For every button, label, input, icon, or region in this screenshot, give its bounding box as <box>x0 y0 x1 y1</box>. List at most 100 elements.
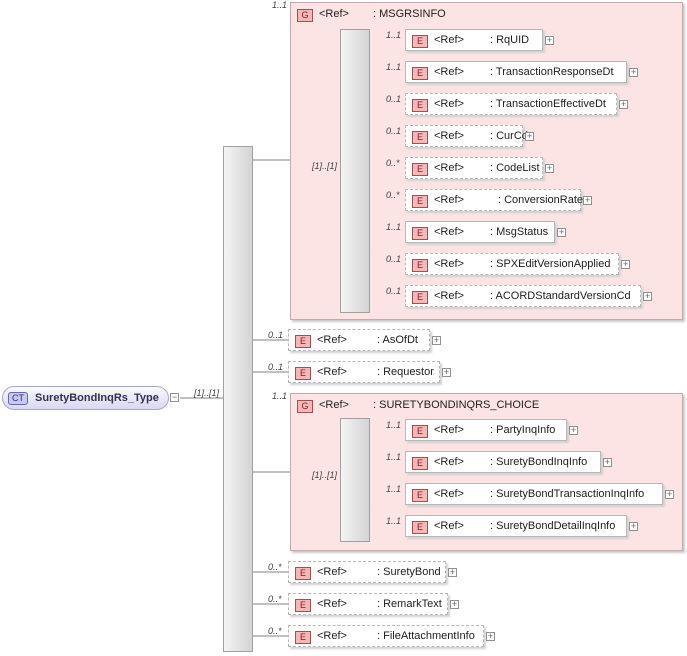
expand-button[interactable]: + <box>432 335 441 345</box>
element-node[interactable]: E <Ref> : SuretyBondTransactionInqInfo <box>405 483 663 505</box>
child-multiplicity: 0..1 <box>386 126 402 136</box>
group-header[interactable]: G <Ref> : MSGRSINFO <box>291 4 591 26</box>
element-badge: E <box>412 227 428 240</box>
element-node[interactable]: E<Ref>: SuretyBondDetailInqInfo <box>405 515 627 537</box>
element-name: : RemarkText <box>377 598 442 610</box>
element-node[interactable]: E<Ref>: PartyInqInfo <box>405 419 567 441</box>
ref-label: <Ref> <box>317 630 347 642</box>
expand-button[interactable]: + <box>619 99 628 109</box>
ref-label: <Ref> <box>319 8 349 20</box>
expand-button[interactable]: + <box>643 291 652 301</box>
element-name: : TransactionEffectiveDt <box>490 98 606 110</box>
ref-label: <Ref> <box>434 162 464 174</box>
element-name: : PartyInqInfo <box>490 424 556 436</box>
child-multiplicity: 1..1 <box>386 420 402 430</box>
element-badge: E <box>412 457 428 470</box>
expand-button[interactable]: + <box>629 521 638 531</box>
expand-button[interactable]: + <box>629 67 638 77</box>
expand-button[interactable]: + <box>450 599 459 609</box>
group-name: : SURETYBONDINQRS_CHOICE <box>373 399 540 411</box>
expand-button[interactable]: + <box>545 35 554 45</box>
child-multiplicity: 1..1 <box>386 62 402 72</box>
element-node[interactable]: E<Ref>: AsOfDt <box>288 329 430 351</box>
expand-button[interactable]: + <box>448 567 457 577</box>
element-badge: E <box>295 631 311 644</box>
root-multiplicity: [1]..[1] <box>194 388 220 398</box>
child-multiplicity: 0..1 <box>386 254 402 264</box>
element-badge: E <box>295 567 311 580</box>
element-node[interactable]: E <Ref> : FileAttachmentInfo <box>288 625 484 647</box>
element-node[interactable]: E<Ref>: TransactionEffectiveDt <box>405 93 617 115</box>
expand-button[interactable]: + <box>603 457 612 467</box>
element-badge: E <box>295 367 311 380</box>
element-node[interactable]: E<Ref>: RemarkText <box>288 593 448 615</box>
element-name: : ConversionRate <box>498 194 583 206</box>
element-name: : CurCd <box>490 130 528 142</box>
group-badge: G <box>297 9 313 22</box>
expand-button[interactable]: + <box>569 425 578 435</box>
ref-label: <Ref> <box>434 424 464 436</box>
expand-button[interactable]: + <box>545 163 554 173</box>
element-badge: E <box>412 67 428 80</box>
inner-sequence-bar <box>340 29 370 313</box>
element-name: : FileAttachmentInfo <box>377 630 475 642</box>
element-node[interactable]: E<Ref>: SuretyBond <box>288 561 446 583</box>
element-node[interactable]: E<Ref>: CodeList <box>405 157 543 179</box>
child-multiplicity: 0..1 <box>386 286 402 296</box>
element-badge: E <box>412 521 428 534</box>
element-name: : CodeList <box>490 162 540 174</box>
element-multiplicity: 0..* <box>268 562 282 572</box>
inner-multiplicity: [1]..[1] <box>312 161 338 171</box>
element-node[interactable]: E <Ref> : ConversionRate <box>405 189 583 211</box>
element-node[interactable]: E<Ref>: ACORDStandardVersionCd <box>405 285 641 307</box>
ref-label: <Ref> <box>434 66 464 78</box>
element-badge: E <box>412 489 428 502</box>
ref-label: <Ref> <box>434 130 464 142</box>
element-badge: E <box>412 259 428 272</box>
expand-button[interactable]: + <box>525 131 534 141</box>
ref-label: <Ref> <box>434 456 464 468</box>
element-name: : SuretyBondTransactionInqInfo <box>490 488 645 500</box>
element-name: : SuretyBondInqInfo <box>490 456 588 468</box>
element-name: : SuretyBondDetailInqInfo <box>490 520 616 532</box>
child-multiplicity: 0..* <box>386 158 400 168</box>
child-multiplicity: 0..* <box>386 190 400 200</box>
element-node[interactable]: E <Ref> : TransactionResponseDt <box>405 61 627 83</box>
expand-button[interactable]: + <box>486 631 495 641</box>
element-badge: E <box>412 195 428 208</box>
child-multiplicity: 0..1 <box>386 94 402 104</box>
main-sequence-bar <box>223 146 253 652</box>
element-name: : TransactionResponseDt <box>490 66 614 78</box>
ref-label: <Ref> <box>317 334 347 346</box>
complex-type-badge: CT <box>8 392 28 405</box>
group-header[interactable]: G<Ref>: SURETYBONDINQRS_CHOICE <box>291 395 591 417</box>
expand-button[interactable]: + <box>665 489 674 499</box>
element-multiplicity: 0..* <box>268 626 282 636</box>
element-multiplicity: 0..1 <box>268 362 284 372</box>
element-name: : ACORDStandardVersionCd <box>490 290 631 302</box>
element-node[interactable]: E<Ref>: SPXEditVersionApplied <box>405 253 619 275</box>
root-collapse-button[interactable]: − <box>170 392 179 402</box>
expand-button[interactable]: + <box>583 195 592 205</box>
group-multiplicity: 1..1 <box>272 0 288 10</box>
expand-button[interactable]: + <box>557 227 566 237</box>
ref-label: <Ref> <box>434 488 464 500</box>
group-name: : MSGRSINFO <box>373 8 446 20</box>
child-multiplicity: 1..1 <box>386 484 402 494</box>
element-node[interactable]: E <Ref> : SuretyBondInqInfo <box>405 451 601 473</box>
child-multiplicity: 1..1 <box>386 516 402 526</box>
element-node[interactable]: E<Ref>: CurCd <box>405 125 528 147</box>
ref-label: <Ref> <box>434 194 464 206</box>
element-name: : AsOfDt <box>377 334 418 346</box>
expand-button[interactable]: + <box>621 259 630 269</box>
ref-label: <Ref> <box>317 366 347 378</box>
element-node[interactable]: E<Ref>: RqUID <box>405 29 543 51</box>
element-badge: E <box>295 599 311 612</box>
expand-button[interactable]: + <box>442 367 451 377</box>
element-node[interactable]: E<Ref>: MsgStatus <box>405 221 555 243</box>
element-node[interactable]: E<Ref>: Requestor <box>288 361 440 383</box>
ref-label: <Ref> <box>434 258 464 270</box>
element-badge: E <box>412 99 428 112</box>
ref-label: <Ref> <box>434 226 464 238</box>
